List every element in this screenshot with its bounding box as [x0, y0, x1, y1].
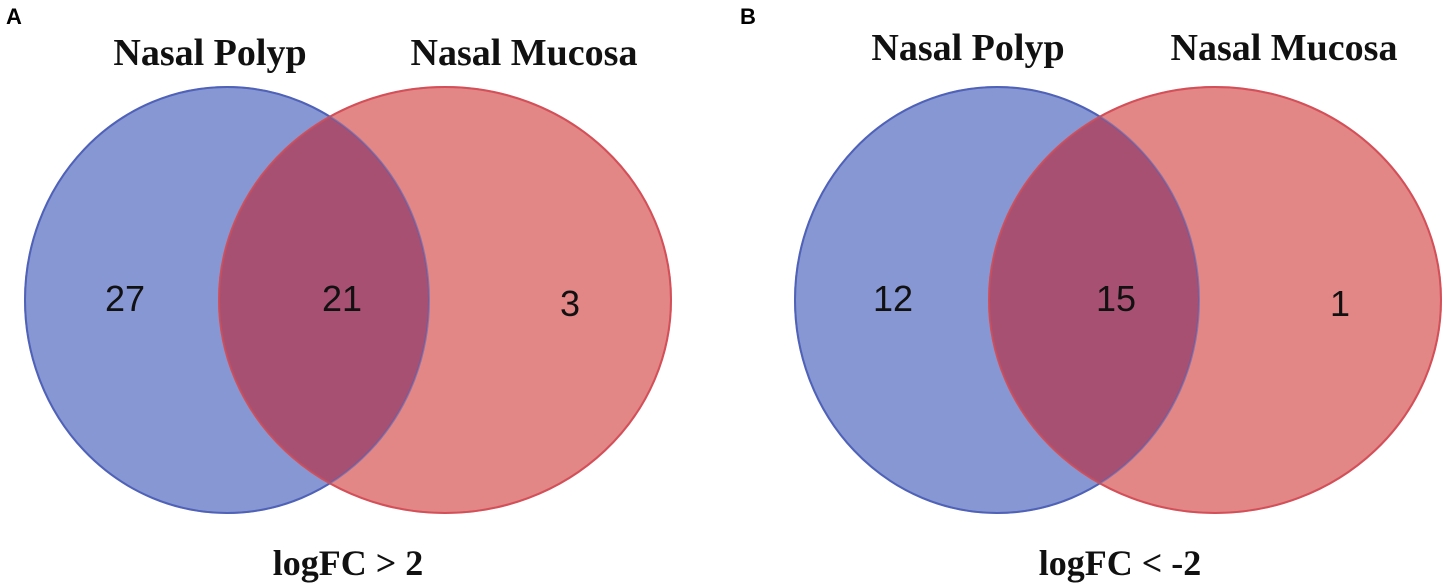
- only-a-count: 12: [873, 278, 913, 319]
- both-count: 21: [322, 278, 362, 319]
- set-a-outline: [794, 86, 1200, 514]
- panel-caption: logFC < -2: [1039, 543, 1202, 583]
- only-b-count: 3: [560, 283, 580, 324]
- set-b-outline: [218, 86, 672, 514]
- both-count: 15: [1096, 278, 1136, 319]
- overlap-region: [219, 87, 429, 513]
- set-b-title: Nasal Mucosa: [1171, 27, 1398, 69]
- set-a-outline: [24, 86, 430, 514]
- set-b-outline: [988, 86, 1442, 514]
- panel-b: B Nasal Polyp Nasal Mucosa 12 15 1 logFC…: [740, 4, 1442, 583]
- only-a-count: 27: [105, 278, 145, 319]
- overlap-region: [989, 87, 1199, 513]
- panel-letter: A: [6, 4, 22, 29]
- only-b-count: 1: [1330, 283, 1350, 324]
- set-a-title: Nasal Polyp: [871, 27, 1064, 69]
- set-b-title: Nasal Mucosa: [411, 32, 638, 74]
- panel-letter: B: [740, 4, 756, 29]
- panel-caption: logFC > 2: [273, 543, 424, 583]
- set-a-title: Nasal Polyp: [113, 32, 306, 74]
- panel-a: A Nasal Polyp Nasal Mucosa 27 21 3 logFC…: [6, 4, 672, 583]
